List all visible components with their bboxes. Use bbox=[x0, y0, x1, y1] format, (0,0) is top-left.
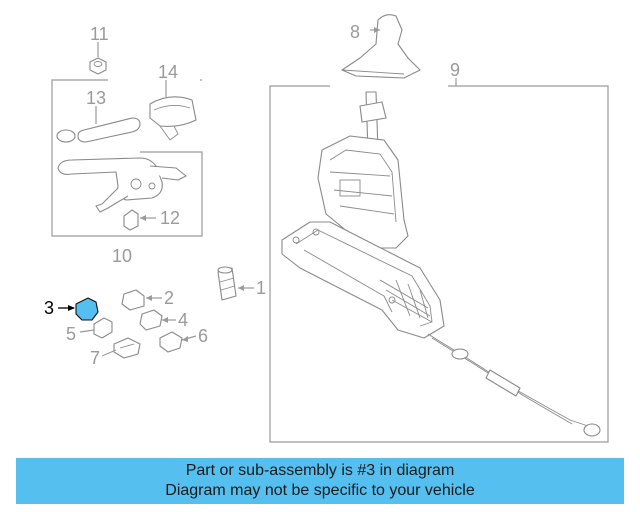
callout-9-bracket-box bbox=[269, 85, 609, 443]
callout-8: 8 bbox=[350, 22, 360, 42]
part-7-cap bbox=[101, 337, 141, 359]
info-banner: Part or sub-assembly is #3 in diagram Di… bbox=[16, 458, 624, 504]
part-9-shifter-assembly bbox=[281, 78, 601, 437]
callout-11: 11 bbox=[90, 24, 109, 44]
part-6-cap bbox=[159, 331, 197, 353]
callout-10-bracket-box bbox=[51, 79, 203, 237]
part-13-handle-grip bbox=[56, 106, 141, 143]
part-3-highlighted bbox=[58, 297, 99, 321]
callout-10: 10 bbox=[112, 246, 132, 266]
part-11-nut bbox=[89, 42, 107, 75]
callout-12: 12 bbox=[160, 208, 180, 228]
callout-13: 13 bbox=[86, 88, 106, 108]
callout-1: 1 bbox=[256, 278, 266, 298]
part-14-boot bbox=[149, 80, 197, 141]
part-2-cap bbox=[121, 289, 162, 311]
part-3-shape bbox=[75, 297, 99, 321]
callout-4: 4 bbox=[178, 310, 188, 330]
part-8-shift-knob bbox=[341, 14, 421, 79]
part-12-clip bbox=[123, 209, 156, 231]
callout-3: 3 bbox=[44, 298, 54, 318]
callout-5: 5 bbox=[66, 324, 76, 344]
part-1-switch bbox=[217, 266, 254, 301]
parking-brake-lever bbox=[57, 157, 187, 213]
part-4-cap bbox=[139, 309, 176, 331]
banner-line-1: Part or sub-assembly is #3 in diagram bbox=[185, 462, 455, 479]
callout-6: 6 bbox=[198, 326, 208, 346]
callout-2: 2 bbox=[164, 288, 174, 308]
callout-7: 7 bbox=[90, 348, 100, 368]
callout-14: 14 bbox=[158, 62, 178, 82]
banner-line-2: Diagram may not be specific to your vehi… bbox=[165, 482, 475, 499]
parts-diagram: 11 13 14 12 10 8 9 1 2 3 4 5 6 7 bbox=[44, 14, 609, 443]
part-5-cap bbox=[79, 317, 113, 339]
callout-9: 9 bbox=[450, 60, 460, 80]
